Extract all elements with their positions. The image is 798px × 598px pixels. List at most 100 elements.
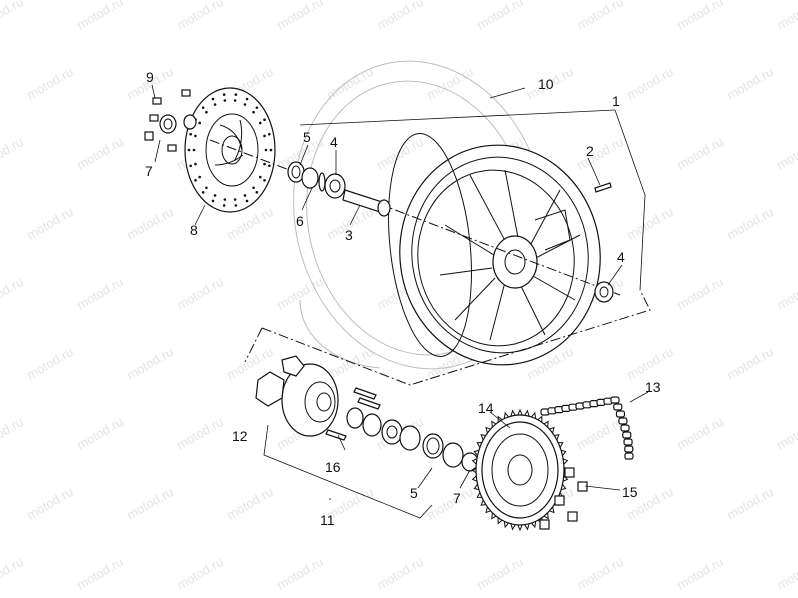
wheel-rim [388,133,601,366]
callout-2: 2 [586,143,594,159]
watermark-text: motod.ru [0,414,26,453]
callout-15: 15 [622,484,638,500]
rear-sprocket [471,408,569,532]
chain-link [622,431,632,439]
sprocket-tooth [543,420,549,428]
bearing-right [594,281,614,303]
brake-disc [184,87,276,213]
callout-1: 1 [612,93,620,109]
watermark-text: motod.ru [574,0,626,33]
sprocket-tooth [554,434,560,441]
disc-hole [192,148,196,152]
watermark-text: motod.ru [24,344,76,383]
sprocket-tooth [537,415,543,423]
disc-hole [198,175,202,179]
chain-link [623,438,633,446]
disc-hole [205,110,208,114]
disc-hole [187,148,191,152]
sprocket-tooth [480,499,486,506]
callout-5-lower: 5 [410,485,418,501]
disc-hole [255,191,259,194]
disc-hole [211,97,215,101]
disc-hole [263,162,266,166]
watermark-text: motod.ru [424,484,476,523]
disc-hole [245,199,249,203]
sprocket-tooth [485,426,491,434]
watermark-text: motod.ru [574,554,626,593]
watermark-text: motod.ru [174,554,226,593]
disc-hole [233,198,237,201]
sprocket-tooth [476,442,482,448]
watermark-text: motod.ru [24,64,76,103]
disc-hole [258,175,262,179]
watermark-text: motod.ru [24,484,76,523]
watermark-text: motod.ru [124,484,176,523]
chain-link [610,396,620,404]
watermark-text: motod.ru [724,204,776,243]
disc-hole [263,178,266,182]
watermark-text: motod.ru [624,204,676,243]
watermark-text: motod.ru [174,414,226,453]
watermark-text: motod.ru [624,344,676,383]
disc-hole [211,199,215,203]
watermark-text: motod.ru [774,554,798,593]
sprocket-tooth [471,458,478,465]
watermark-text: motod.ru [774,134,798,173]
disc-hole [189,164,192,168]
watermark-text: motod.ru [174,0,226,33]
disc-hole [234,204,238,207]
disc-hole [222,204,226,207]
sprocket-tooth [473,449,479,456]
disc-hole [264,148,268,152]
sprocket-tooth [480,434,486,441]
watermark-text: motod.ru [224,484,276,523]
sprocket-tooth [561,449,567,456]
disc-hole [255,106,259,109]
sprocket-tooth [549,506,555,514]
disc-bolts [144,89,197,152]
watermark-text: motod.ru [0,274,26,313]
disc-hole [213,194,217,197]
sprocket-tooth [543,512,549,520]
disc-hole [194,134,197,138]
watermark-text: motod.ru [174,274,226,313]
watermark-text: motod.ru [74,554,126,593]
disc-hole [222,93,226,96]
watermark-text: motod.ru [0,134,26,173]
sprocket-tooth [503,521,509,529]
disc-hole [205,186,208,190]
watermark-text: motod.ru [274,0,326,33]
wheel-spokes [439,169,581,341]
watermark-text: motod.ru [674,134,726,173]
watermark-text: motod.ru [774,0,798,33]
disc-hole [233,99,237,102]
disc-hole [189,132,192,136]
watermark-text: motod.ru [74,274,126,313]
disc-hole [201,106,205,109]
sprocket-tooth [497,415,503,423]
hub-parts-lower [325,387,479,472]
callout-3: 3 [345,227,353,243]
watermark-text: motod.ru [574,134,626,173]
watermark-text: motod.ru [0,554,26,593]
callout-10: 10 [538,76,554,92]
watermark-text: motod.ru [674,274,726,313]
sprocket-tooth [517,524,523,532]
watermark-text: motod.ru [374,134,426,173]
sprocket-tooth [510,523,516,531]
watermark-text: motod.ru [74,414,126,453]
callout-11: 11 [320,512,335,528]
watermark-text: motod.ru [774,274,798,313]
callout-14: 14 [478,400,494,416]
sprocket-tooth [471,466,477,474]
sprocket-tooth [471,475,478,482]
sprocket-carrier [255,355,339,437]
sprocket-tooth [476,492,482,498]
sprocket-tooth [549,426,555,434]
callout-7-lower: 7 [453,490,461,506]
disc-hole [194,178,197,182]
watermark-text: motod.ru [574,414,626,453]
sprocket-tooth [517,408,523,416]
sprocket-tooth [531,411,537,419]
